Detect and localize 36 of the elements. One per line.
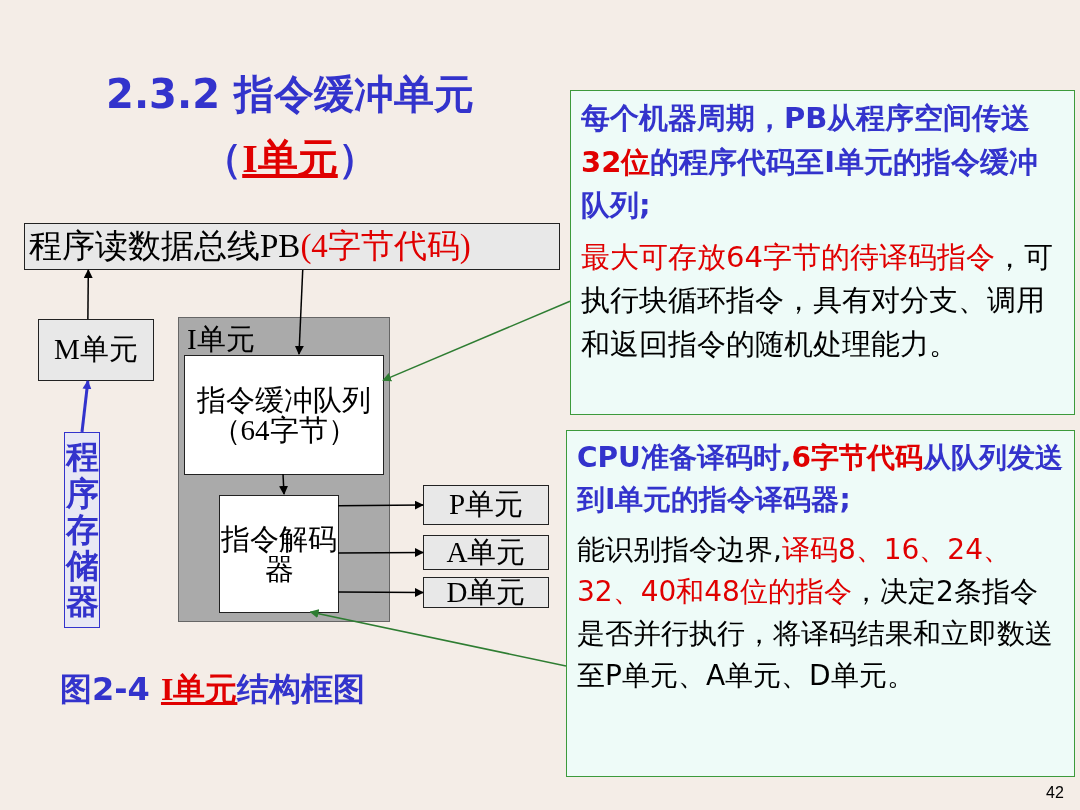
bus-box xyxy=(24,223,560,270)
unit-box xyxy=(38,319,154,381)
unit-box xyxy=(423,485,549,525)
node-label: (4字节代码) xyxy=(300,227,471,266)
node-label: P单元 xyxy=(448,487,524,522)
page-number: 42 xyxy=(1046,784,1064,802)
figure-caption: 图2-4 I单元结构框图 xyxy=(60,669,366,710)
arrow xyxy=(80,380,92,433)
arrow xyxy=(337,500,424,510)
callout-box xyxy=(566,430,1075,777)
node-label: D单元 xyxy=(446,574,526,610)
arrow xyxy=(337,587,424,597)
arrow xyxy=(294,269,304,355)
node-label: 指令解码器 xyxy=(220,523,338,585)
node-label: 指令缓冲队列（64字节） xyxy=(196,384,372,446)
callout-text: CPU准备译码时,6字节代码从队列发送到I单元的指令译码器; xyxy=(577,440,1064,518)
arrow xyxy=(337,548,424,558)
unit-group-panel xyxy=(178,317,390,622)
arrow xyxy=(83,269,93,320)
node-label: I单元 xyxy=(187,322,255,357)
arrow xyxy=(279,473,289,495)
node-label: A单元 xyxy=(446,534,526,570)
unit-box xyxy=(423,535,549,570)
callout-text: 每个机器周期，PB从程序空间传送32位的程序代码至I单元的指令缓冲队列; xyxy=(581,100,1040,224)
node-label: 程序读数据总线PB xyxy=(29,227,301,266)
unit-box xyxy=(423,577,549,608)
arrow xyxy=(382,300,571,382)
slide-title: 2.3.2 指令缓冲单元（I单元） xyxy=(105,70,475,183)
callout-text: 能识别指令边界,译码8、16、24、32、40和48位的指令，决定2条指令是否并行执行，将译码结果和立即数送至P单元、A单元、D单元。 xyxy=(577,532,1054,694)
arrow xyxy=(309,609,567,667)
node-label: 程序存储器 xyxy=(65,439,99,621)
process-box xyxy=(219,495,339,613)
callout-box xyxy=(570,90,1075,415)
process-box xyxy=(184,355,384,475)
node-label: M单元 xyxy=(54,332,138,367)
callout-text: 最大可存放64字节的待译码指令，可执行块循环指令，具有对分支、调用和返回指令的随机处理能力。 xyxy=(581,238,1054,363)
